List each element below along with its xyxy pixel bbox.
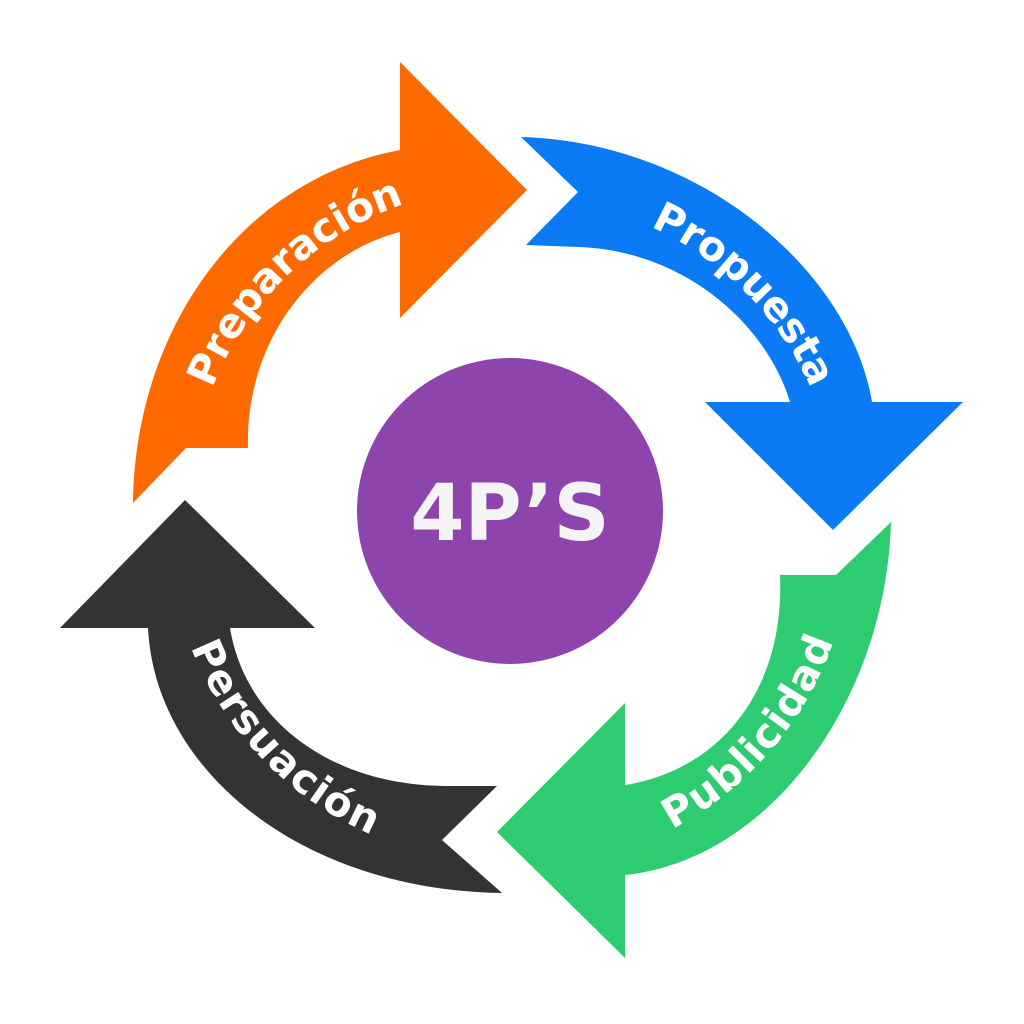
center-label: 4P’S xyxy=(410,469,609,559)
arrow-propuesta xyxy=(521,137,963,530)
arrow-preparacion xyxy=(133,62,527,503)
arrow-publicidad xyxy=(497,522,891,958)
center-circle xyxy=(357,358,663,664)
arrow-persuacion xyxy=(60,500,502,893)
